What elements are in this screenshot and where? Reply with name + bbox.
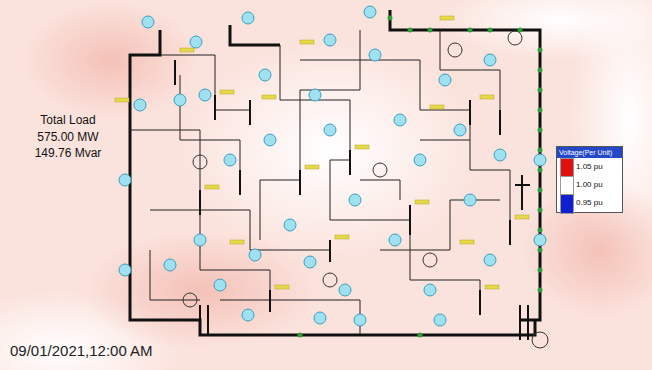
- generator-symbol: [183, 31, 548, 348]
- load-value: 149.76 Mvar: [35, 146, 102, 160]
- timestamp: 09/01/2021,12:00 AM: [10, 342, 153, 359]
- legend-title: Voltage(Per Unit): [557, 147, 622, 158]
- line-flow-pie: [119, 6, 546, 326]
- contour-area: [440, 0, 652, 60]
- legend-row: 0.95 pu: [557, 194, 622, 212]
- bus-bar: [175, 60, 530, 340]
- transmission-line: [130, 10, 540, 335]
- value-tag: [115, 16, 529, 289]
- branch-line: [130, 30, 510, 335]
- legend-text: 0.95 pu: [576, 198, 603, 207]
- breaker-dot: [298, 16, 543, 338]
- voltage-legend: Voltage(Per Unit) 1.05 pu 1.00 pu 0.95 pu: [556, 146, 623, 213]
- legend-swatch: [560, 158, 574, 178]
- legend-swatch: [560, 176, 574, 196]
- legend-swatch: [560, 194, 574, 214]
- legend-text: 1.05 pu: [576, 162, 603, 171]
- legend-row: 1.05 pu: [557, 158, 622, 176]
- contour-area: [180, 40, 480, 260]
- load-title: Total Load: [40, 113, 95, 127]
- load-value: 575.00 MW: [37, 130, 98, 144]
- contour-area: [20, 0, 200, 120]
- legend-text: 1.00 pu: [576, 180, 603, 189]
- legend-row: 1.00 pu: [557, 176, 622, 194]
